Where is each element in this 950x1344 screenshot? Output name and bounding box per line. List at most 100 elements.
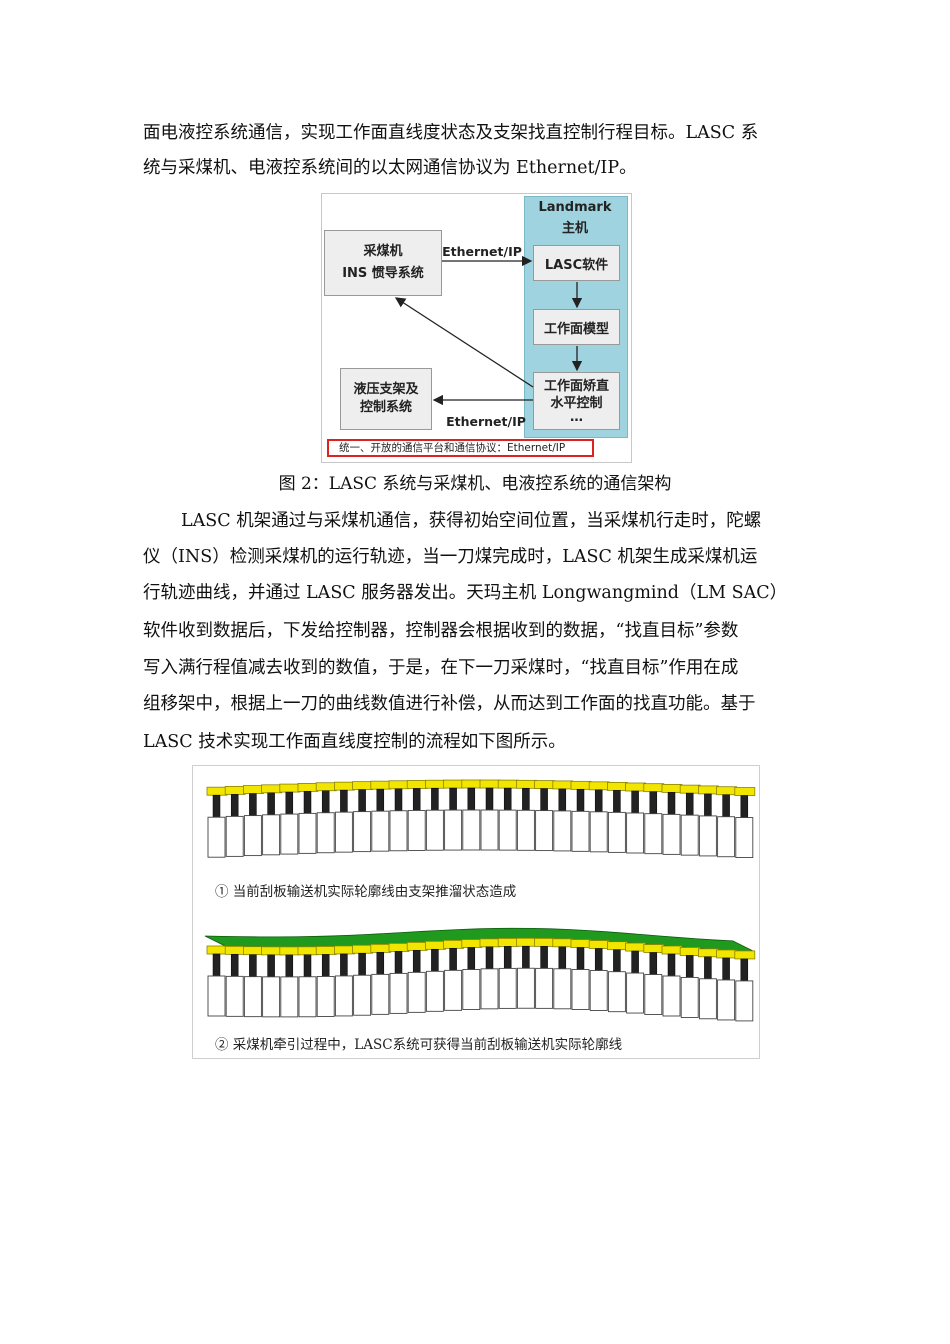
- support-cap: [552, 938, 574, 948]
- support-base: [334, 811, 353, 853]
- straightness-process-figure: ① 当前刮板输送机实际轮廓线由支架推溜状态造成 ② 采煤机牵引过程中，LASC系…: [192, 765, 760, 1059]
- support-base: [680, 814, 699, 856]
- support-cap: [625, 942, 647, 952]
- support-base: [589, 970, 608, 1011]
- lasc-software-box: LASC软件: [533, 245, 620, 281]
- support-base: [334, 975, 353, 1017]
- support-cap: [333, 945, 355, 955]
- support-cap: [388, 942, 410, 952]
- arrow-control-to-shearer: [394, 297, 534, 388]
- support-cap: [261, 946, 282, 956]
- paragraph2-line-7: LASC 技术实现工作面直线度控制的流程如下图所示。: [143, 732, 566, 752]
- support-base: [480, 809, 499, 851]
- support-cap: [697, 785, 719, 795]
- support-base: [298, 976, 317, 1018]
- support-cap: [224, 785, 246, 795]
- support-cap: [443, 939, 465, 949]
- support-base: [626, 972, 645, 1014]
- support-base: [444, 809, 463, 851]
- support-base: [662, 813, 681, 855]
- support-base: [498, 809, 517, 851]
- support-cap: [333, 781, 355, 791]
- support-base: [280, 813, 299, 855]
- support-cap: [661, 783, 683, 793]
- support-cap: [515, 937, 537, 947]
- paragraph2-line-1: LASC 机架通过与采煤机通信，获得初始空间位置，当采煤机行走时，陀螺: [181, 511, 762, 531]
- support-base: [243, 815, 262, 857]
- support-base: [571, 969, 590, 1010]
- straightening-control-box: 工作面矫直 水平控制 …: [533, 372, 620, 430]
- support-cap: [352, 944, 374, 954]
- support-cap: [497, 779, 519, 789]
- paragraph1-line-2: 统与采煤机、电液控系统间的以太网通信协议为 Ethernet/IP。: [143, 158, 637, 178]
- support-cap: [315, 946, 337, 955]
- ethernet-label-bottom: Ethernet/IP: [446, 414, 526, 429]
- face-model-label: 工作面模型: [543, 321, 609, 337]
- support-cap: [534, 937, 556, 947]
- connection-arrows: [394, 255, 583, 406]
- support-cap: [352, 781, 374, 791]
- support-base: [462, 809, 481, 851]
- support-base: [371, 973, 390, 1015]
- support-cap: [297, 946, 319, 956]
- support-cap: [716, 949, 737, 959]
- support-cap: [570, 780, 592, 790]
- face-model-box: 工作面模型: [533, 309, 620, 345]
- support-base: [462, 969, 481, 1010]
- hydraulic-label-2: 控制系统: [359, 400, 412, 415]
- shearer-label-2: INS 惯导系统: [342, 266, 424, 281]
- support-base: [353, 974, 372, 1016]
- support-base: [717, 979, 736, 1021]
- support-base: [662, 975, 681, 1017]
- support-cap: [206, 786, 228, 796]
- support-cap: [606, 781, 628, 791]
- support-cap: [388, 780, 410, 790]
- support-base: [516, 809, 535, 851]
- ethernet-label-top: Ethernet/IP: [442, 244, 522, 259]
- support-base: [389, 810, 408, 852]
- support-cap: [534, 780, 556, 789]
- support-base: [535, 967, 554, 1009]
- support-base: [407, 971, 426, 1013]
- protocol-note: 统一、开放的通信平台和通信协议：Ethernet/IP: [327, 439, 594, 457]
- support-base: [626, 812, 645, 854]
- support-base: [644, 974, 663, 1015]
- support-base: [425, 970, 444, 1012]
- support-base: [498, 967, 517, 1009]
- support-base: [407, 810, 426, 851]
- support-base: [735, 980, 754, 1022]
- panel-title-2: 主机: [561, 221, 588, 236]
- paragraph2-line-4: 软件收到数据后，下发给控制器，控制器会根据收到的数据，“找直目标”参数: [143, 621, 739, 641]
- support-cap: [679, 784, 701, 794]
- support-base: [425, 809, 444, 851]
- support-base: [680, 976, 699, 1018]
- hydraulic-support-box: 液压支架及 控制系统: [340, 368, 432, 430]
- support-base: [571, 810, 590, 852]
- correction-label-2: 水平控制: [550, 396, 603, 411]
- correction-label-1: 工作面矫直: [543, 379, 609, 394]
- support-cap: [461, 939, 483, 948]
- support-cap: [261, 784, 282, 794]
- support-base: [262, 976, 281, 1018]
- support-cap: [625, 782, 647, 792]
- support-cap: [661, 945, 683, 955]
- support-cap: [297, 782, 319, 792]
- figure2-caption-2: ② 采煤机牵引过程中，LASC系统可获得当前刮板输送机实际轮廓线: [215, 1037, 623, 1053]
- paragraph2-line-6: 组移架中，根据上一刀的曲线数值进行补偿，从而达到工作面的找直功能。基于: [143, 694, 756, 714]
- support-base: [207, 975, 226, 1017]
- paragraph2-line-3: 行轨迹曲线，并通过 LASC 服务器发出。天玛主机 Longwangmind（L…: [143, 583, 788, 603]
- support-cap: [206, 945, 228, 955]
- support-base: [516, 967, 535, 1009]
- support-base: [553, 810, 572, 852]
- support-cap: [588, 940, 610, 949]
- support-cap: [515, 779, 537, 789]
- support-base: [225, 815, 244, 857]
- support-cap: [370, 943, 392, 953]
- support-base: [262, 814, 281, 856]
- support-base: [371, 810, 390, 852]
- support-base: [316, 976, 335, 1017]
- figure2-caption-1: ① 当前刮板输送机实际轮廓线由支架推溜状态造成: [215, 884, 517, 900]
- communication-architecture-figure: Landmark 主机 LASC软件 工作面模型 工作面矫直 水平控制 … 采煤…: [321, 193, 632, 463]
- support-base: [444, 969, 463, 1011]
- support-cap: [370, 780, 392, 790]
